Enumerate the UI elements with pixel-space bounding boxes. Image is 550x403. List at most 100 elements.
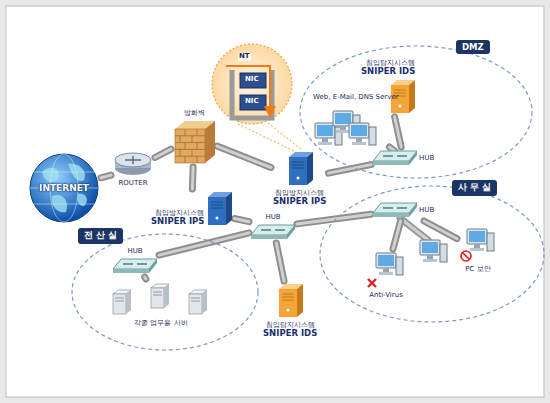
network-device: 침입탐지시스템SNIPER IDS bbox=[360, 58, 416, 116]
network-device: Anti-Virus bbox=[365, 250, 407, 300]
network-device: HUB bbox=[372, 200, 435, 220]
callout-pointer bbox=[238, 123, 302, 152]
network-cable bbox=[192, 167, 194, 189]
network-cable bbox=[389, 147, 394, 151]
network-cable bbox=[395, 117, 402, 147]
network-device: HUB bbox=[250, 212, 296, 242]
zone-outline bbox=[318, 184, 546, 324]
cable-outer bbox=[189, 167, 197, 189]
zone-region: DMZ침입탐지시스템SNIPER IDSWeb, E-Mail, DNS Ser… bbox=[298, 44, 534, 180]
device-icon bbox=[206, 191, 232, 227]
node-label: Anti-Virus bbox=[369, 291, 403, 299]
web-icon bbox=[313, 103, 377, 149]
network-cable bbox=[155, 149, 171, 157]
cable-inner bbox=[217, 146, 271, 167]
servers-icon bbox=[109, 281, 213, 317]
node-label: SNIPER IPS bbox=[151, 217, 204, 227]
internet-globe: INTERNET bbox=[28, 152, 100, 224]
network-device: 침입방지시스템SNIPER IPS bbox=[272, 150, 327, 208]
device-icon bbox=[366, 251, 406, 289]
zone-title: 전 산 실 bbox=[78, 228, 123, 244]
ips-icon bbox=[206, 191, 232, 227]
network-device: 방화벽 bbox=[172, 108, 216, 166]
router-icon bbox=[113, 151, 153, 177]
cable-inner bbox=[145, 277, 146, 279]
network-cable bbox=[159, 233, 249, 255]
cable-inner bbox=[297, 214, 371, 224]
cable-outer bbox=[101, 175, 111, 178]
device-icon bbox=[459, 227, 497, 263]
cable-inner bbox=[191, 167, 195, 189]
cable-outer bbox=[217, 146, 271, 167]
pcNo-icon bbox=[459, 227, 497, 263]
zone-region: 사 무 실HUBPC 보안Anti-Virus bbox=[318, 184, 546, 324]
flow-arrow bbox=[226, 66, 270, 116]
device-icon bbox=[113, 257, 157, 275]
network-device: HUB bbox=[112, 246, 158, 276]
cable-inner bbox=[393, 221, 401, 249]
node-label: 침입방지시스템 bbox=[273, 189, 326, 197]
cable-inner bbox=[395, 117, 402, 147]
cable-inner bbox=[159, 233, 249, 255]
network-cable bbox=[393, 221, 401, 249]
node-label: HUB bbox=[419, 206, 434, 214]
node-label: ROUTER bbox=[118, 179, 147, 187]
zone-title: 사 무 실 bbox=[452, 180, 497, 196]
ips-icon bbox=[287, 151, 313, 187]
cable-outer bbox=[393, 221, 401, 249]
cable-inner bbox=[101, 175, 111, 178]
network-device: HUB bbox=[372, 148, 435, 168]
cable-outer bbox=[297, 214, 371, 224]
node-label: 침입방지시스템 bbox=[151, 209, 204, 217]
device-icon bbox=[373, 149, 417, 167]
node-label: SNIPER IDS bbox=[263, 329, 317, 339]
cable-outer bbox=[159, 233, 249, 255]
node-label: Web, E-Mail, DNS Server bbox=[313, 93, 399, 101]
node-label: SNIPER IDS bbox=[361, 67, 415, 77]
device-icon bbox=[373, 201, 417, 219]
zoom-callout bbox=[212, 44, 292, 124]
ids-icon bbox=[277, 283, 303, 319]
cable-outer bbox=[145, 277, 146, 279]
node-label: SNIPER IPS bbox=[273, 197, 326, 207]
pc-icon bbox=[420, 240, 447, 262]
node-label: HUB bbox=[265, 213, 280, 221]
network-cable bbox=[217, 146, 271, 167]
panel bbox=[6, 6, 544, 397]
node-label: 침입탐지시스템 bbox=[263, 321, 317, 329]
node-label: HUB bbox=[419, 154, 434, 162]
device-icon bbox=[173, 119, 215, 165]
cable-outer bbox=[276, 243, 284, 281]
network-cable bbox=[235, 219, 250, 222]
network-cable bbox=[424, 221, 457, 239]
callout-label: NIC bbox=[244, 76, 260, 84]
cable-outer bbox=[235, 219, 250, 222]
network-cable bbox=[276, 243, 284, 281]
callout-label: NIC bbox=[244, 98, 260, 106]
cable-inner bbox=[155, 149, 171, 157]
node-label: PC 보안 bbox=[465, 265, 490, 273]
device-icon bbox=[277, 283, 303, 319]
nic-card bbox=[240, 73, 266, 88]
network-cable bbox=[101, 175, 111, 178]
device-icon bbox=[109, 281, 213, 317]
network-device: 각종 업무용 서버 bbox=[108, 280, 214, 328]
cable-outer bbox=[395, 117, 402, 147]
hub-icon bbox=[373, 201, 417, 219]
node-label: 방화벽 bbox=[184, 109, 205, 117]
zone-title: DMZ bbox=[456, 40, 490, 54]
network-cable bbox=[145, 277, 146, 279]
device-icon bbox=[251, 223, 295, 241]
device-icon bbox=[313, 103, 377, 149]
callout-label: NT bbox=[238, 53, 251, 61]
network-device: 침입방지시스템SNIPER IPS bbox=[150, 190, 233, 228]
node-label: HUB bbox=[127, 247, 142, 255]
pipe bbox=[232, 70, 272, 118]
nic-card bbox=[240, 95, 266, 110]
cable-outer bbox=[155, 149, 171, 157]
node-label: INTERNET bbox=[39, 183, 89, 193]
network-device: PC 보안 bbox=[458, 226, 498, 274]
network-device: 침입탐지시스템SNIPER IDS bbox=[262, 282, 318, 340]
cable-inner bbox=[276, 243, 284, 281]
